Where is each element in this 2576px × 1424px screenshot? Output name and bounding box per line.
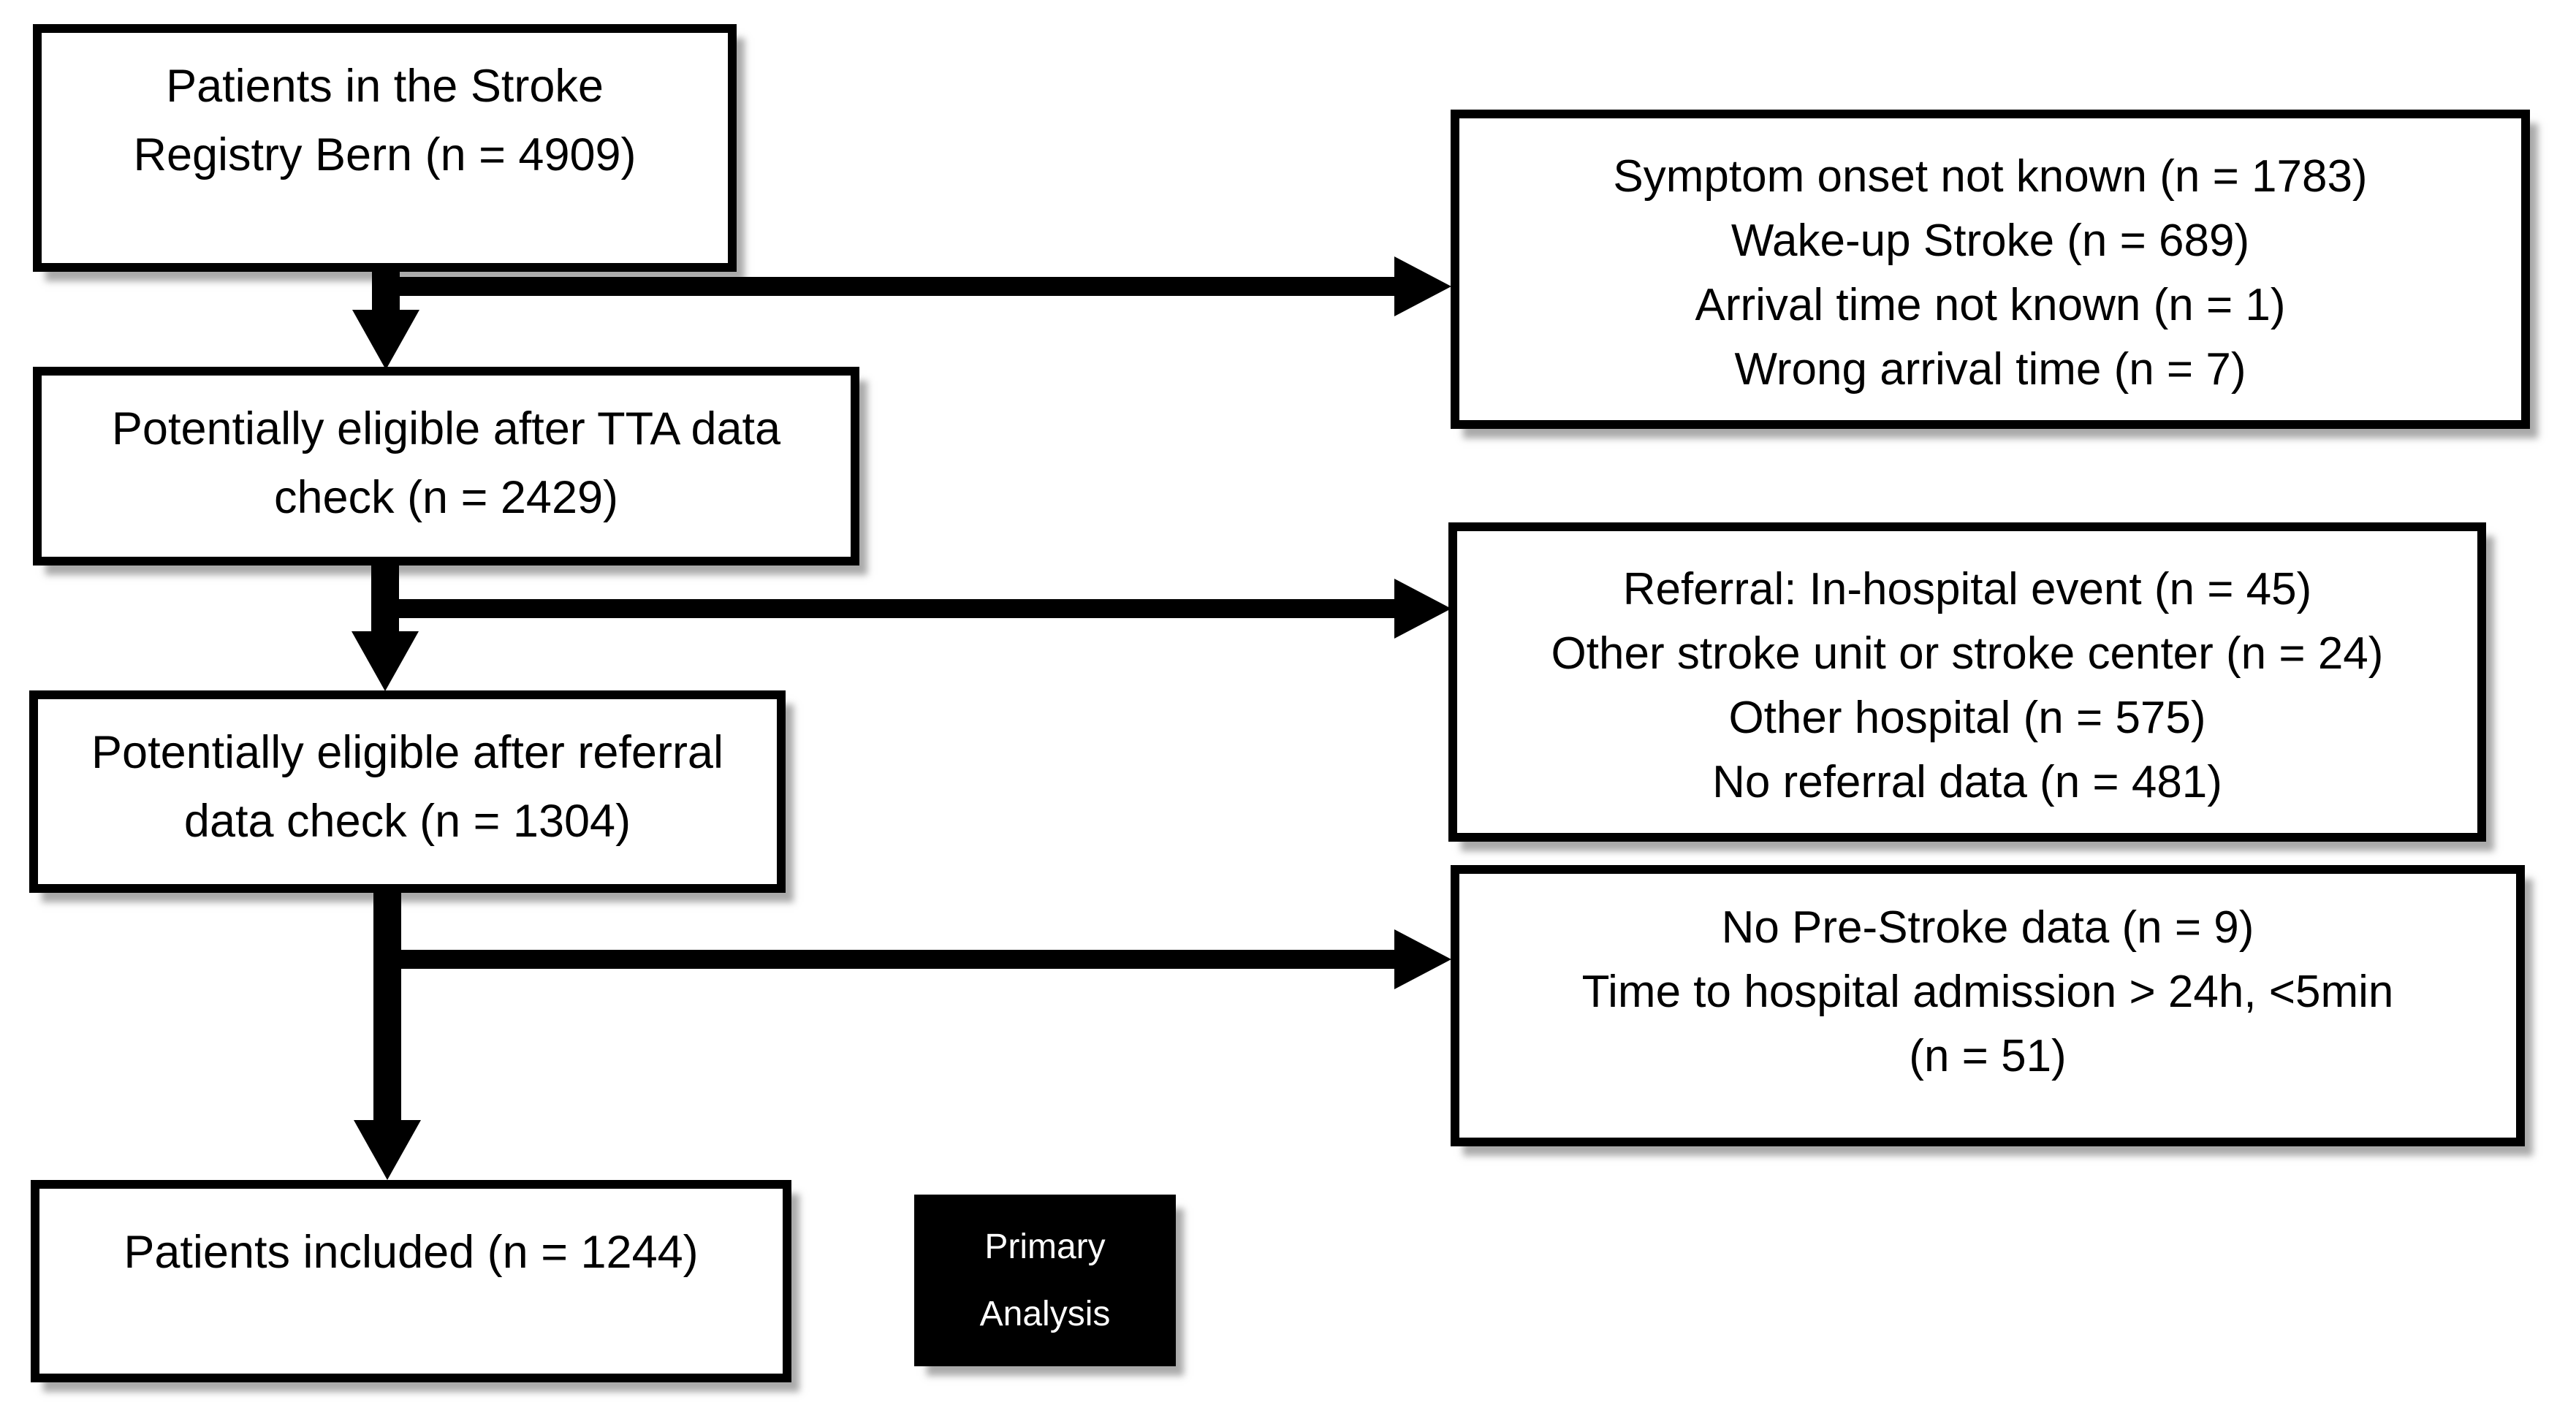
flow-box-excluded-referral: Referral: In-hospital event (n = 45) Oth… [1448, 522, 2486, 842]
flow-box-excluded-tta: Symptom onset not known (n = 1783) Wake-… [1451, 110, 2530, 429]
arrow-down-1-head [352, 310, 419, 370]
arrow-down-2-head [352, 631, 419, 691]
box-line: No referral data (n = 481) [1712, 757, 2222, 807]
flow-box-included: Patients included (n = 1244) [31, 1180, 791, 1382]
box-line: Registry Bern (n = 4909) [133, 129, 637, 180]
box-line: (n = 51) [1909, 1031, 2067, 1081]
primary-analysis-label: Primary Analysis [914, 1195, 1176, 1366]
arrow-branch-1-head [1394, 256, 1451, 316]
arrow-branch-2-shaft [371, 599, 1394, 618]
label-line: Primary [984, 1227, 1106, 1266]
box-line: Wrong arrival time (n = 7) [1734, 344, 2246, 395]
box-line: Arrival time not known (n = 1) [1695, 280, 2286, 330]
flow-box-excluded-prestroke: No Pre-Stroke data (n = 9) Time to hospi… [1451, 865, 2525, 1146]
flow-box-tta-eligible: Potentially eligible after TTA data chec… [33, 367, 859, 566]
label-line: Analysis [979, 1294, 1111, 1333]
box-line: No Pre-Stroke data (n = 9) [1721, 902, 2254, 953]
box-line: Other hospital (n = 575) [1728, 693, 2206, 743]
arrow-branch-3-shaft [373, 950, 1394, 969]
box-line: Potentially eligible after TTA data [111, 403, 781, 454]
arrow-down-3-head [354, 1120, 421, 1180]
arrow-branch-2-head [1394, 579, 1451, 639]
box-line: Patients in the Stroke [166, 61, 604, 112]
box-line: check (n = 2429) [273, 472, 619, 523]
box-line: Potentially eligible after referral [91, 727, 723, 778]
arrow-down-3-shaft [373, 893, 401, 1121]
box-line: data check (n = 1304) [183, 796, 631, 847]
box-line: Symptom onset not known (n = 1783) [1613, 151, 2368, 202]
arrow-branch-1-shaft [372, 277, 1394, 296]
flow-box-registry: Patients in the Stroke Registry Bern (n … [33, 24, 737, 272]
box-line: Referral: In-hospital event (n = 45) [1622, 564, 2312, 614]
box-line: Time to hospital admission > 24h, <5min [1581, 967, 2394, 1017]
flow-box-referral-eligible: Potentially eligible after referral data… [29, 690, 786, 893]
arrow-branch-3-head [1394, 929, 1451, 989]
box-line: Patients included (n = 1244) [124, 1227, 699, 1278]
box-line: Wake-up Stroke (n = 689) [1730, 216, 2250, 266]
box-line: Other stroke unit or stroke center (n = … [1551, 628, 2384, 679]
